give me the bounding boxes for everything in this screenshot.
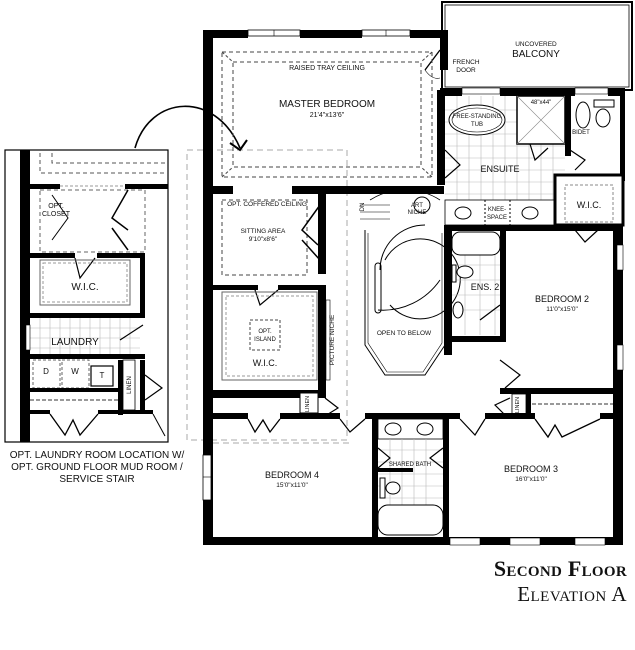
bedroom-3-size: 16'0"x11'0": [515, 476, 547, 483]
main-plan: [202, 1, 633, 546]
art-niche-label: ART: [411, 203, 423, 209]
inset-opt-closet-label-2: CLOSET: [42, 211, 71, 218]
sitting-ceiling-label: OPT. COFFERED CEILING: [227, 201, 307, 208]
bedroom-4-size: 15'0"x11'0": [276, 482, 308, 489]
bedroom-3-label: BEDROOM 3: [504, 464, 558, 474]
open-to-below-label: OPEN TO BELOW: [377, 330, 432, 337]
shower-size: 48"x44": [531, 100, 552, 106]
caption-line-3: SERVICE STAIR: [59, 474, 135, 485]
french-door-label-2: DOOR: [456, 67, 476, 74]
art-niche-label-2: NICHE: [408, 210, 427, 216]
master-wic-label: W.I.C.: [253, 358, 278, 368]
inset-laundry-label: LAUNDRY: [51, 337, 99, 348]
caption-line-1: OPT. LAUNDRY ROOM LOCATION W/: [9, 450, 185, 461]
washer-label: W: [71, 367, 79, 376]
tub-label: FREE-STANDING: [453, 114, 502, 120]
floor-title: Second Floor: [493, 556, 627, 581]
inset-arrow-icon: [134, 105, 241, 149]
caption-line-2: OPT. GROUND FLOOR MUD ROOM /: [11, 462, 183, 473]
bedroom-4-label: BEDROOM 4: [265, 470, 319, 480]
ensuite-wic-label: W.I.C.: [577, 200, 602, 210]
inset-wic-label: W.I.C.: [71, 282, 98, 293]
inset-linen-label: LINEN: [127, 376, 133, 394]
linen-label-right: LINEN: [515, 397, 521, 413]
picture-niche-label: PICTURE NICHE: [329, 314, 336, 365]
ensuite-label: ENSUITE: [480, 164, 519, 174]
opt-island-label-2: ISLAND: [254, 337, 276, 343]
bedroom-2-size: 11'0"x15'0": [546, 306, 578, 313]
shared-bath-label: SHARED BATH: [389, 462, 431, 468]
laundry-tub-label: T: [100, 371, 105, 380]
sitting-area-label: SITTING AREA: [241, 228, 286, 235]
elevation-subtitle: Elevation A: [517, 582, 627, 606]
french-door-label: FRENCH: [452, 59, 479, 66]
inset-plan: OPT. CLOSET W.I.C. LAUNDRY D W T LINEN: [4, 149, 169, 443]
master-ceiling-label: RAISED TRAY CEILING: [289, 65, 365, 72]
master-bedroom-label: MASTER BEDROOM: [279, 99, 375, 110]
knee-space-label-2: SPACE: [487, 215, 507, 221]
ensuite-2-label: ENS. 2: [471, 282, 500, 292]
opt-island-label: OPT.: [258, 329, 272, 335]
knee-space-label: KNEE-: [488, 207, 506, 213]
inset-location-outline: [186, 149, 348, 441]
balcony-qualifier: UNCOVERED: [515, 41, 557, 48]
bidet-label: BIDET: [572, 130, 590, 136]
sitting-area-size: 9'10"x8'6": [249, 236, 278, 243]
tub-label-2: TUB: [471, 122, 483, 128]
stair-down-label: DN: [360, 203, 366, 212]
balcony-label: BALCONY: [512, 49, 560, 60]
master-bedroom-size: 21'4"x13'6": [310, 112, 345, 119]
inset-opt-closet-label: OPT.: [48, 203, 64, 210]
inset-caption: OPT. LAUNDRY ROOM LOCATION W/ OPT. GROUN…: [2, 450, 192, 486]
curved-staircase: [360, 189, 461, 376]
bedroom-2-label: BEDROOM 2: [535, 294, 589, 304]
dryer-label: D: [43, 367, 49, 376]
linen-label-left: LINEN: [305, 396, 311, 412]
